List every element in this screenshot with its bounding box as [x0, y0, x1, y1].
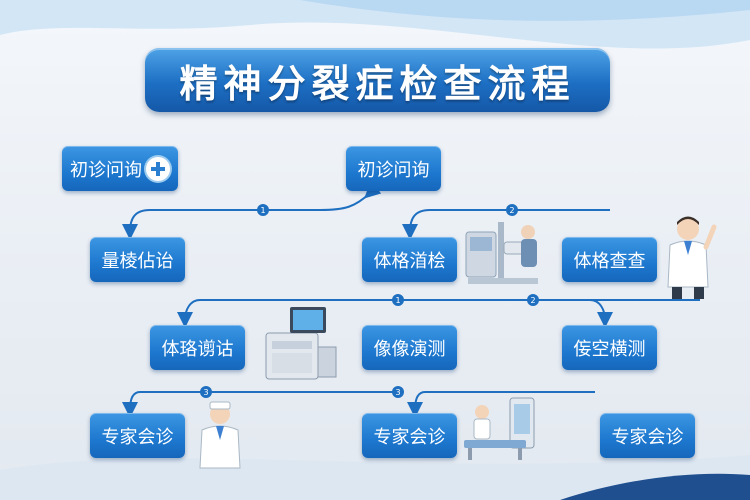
node-label: 体格渞桧 — [373, 250, 446, 272]
step-marker-5: 3 — [203, 388, 208, 397]
step-marker-6: 3 — [395, 388, 400, 397]
step-marker-3: 1 — [395, 296, 400, 305]
node-label: 专家会诊 — [101, 426, 174, 448]
step-marker-2: 2 — [509, 206, 514, 215]
node-label: 像像演测 — [373, 338, 446, 360]
connector-5 — [122, 391, 400, 418]
node-initial-consult-1: 初诊问询 — [62, 146, 178, 191]
node-body-test: 体珞谫诂 — [150, 325, 245, 370]
page-title: 精神分裂症检查流程 — [179, 61, 576, 106]
node-label: 专家会诊 — [373, 426, 446, 448]
node-label: 专家会诊 — [611, 426, 684, 448]
connector-4 — [425, 299, 613, 328]
node-imaging-test: 像像演测 — [362, 325, 457, 370]
node-expert-consult-2: 专家会诊 — [362, 413, 457, 458]
doctor-illustration-2 — [199, 401, 241, 469]
node-lab-test: 侫空横测 — [562, 325, 657, 370]
node-physical-exam-1: 体格渞桧 — [362, 237, 457, 282]
node-expert-consult-1: 专家会诊 — [90, 413, 185, 458]
node-label: 侫空横测 — [573, 338, 646, 360]
node-scale-assessment: 量棱佔诒 — [90, 237, 185, 282]
doctor-illustration — [667, 216, 717, 299]
step-marker-1: 1 — [260, 206, 265, 215]
connector-2 — [402, 209, 610, 240]
node-expert-consult-3: 专家会诊 — [600, 413, 695, 458]
node-label: 初诊问询 — [357, 159, 430, 181]
node-label: 体格查查 — [573, 250, 646, 272]
diagnostic-machine-illustration — [265, 307, 337, 380]
connector-1 — [122, 181, 382, 240]
title-banner: 精神分裂症检查流程 — [145, 48, 610, 112]
connector-3 — [177, 299, 700, 328]
connector-6 — [407, 391, 595, 418]
node-physical-exam-2: 体格查查 — [562, 237, 657, 282]
node-label: 初诊问询 — [70, 159, 142, 181]
node-label: 量棱佔诒 — [101, 250, 174, 272]
step-marker-4: 2 — [530, 296, 535, 305]
node-initial-consult-2: 初诊问询 — [346, 146, 441, 191]
patient-bed-illustration — [464, 397, 535, 460]
medical-cross-icon — [146, 156, 170, 181]
node-label: 体珞谫诂 — [161, 338, 234, 360]
medical-equipment-illustration — [465, 222, 538, 284]
